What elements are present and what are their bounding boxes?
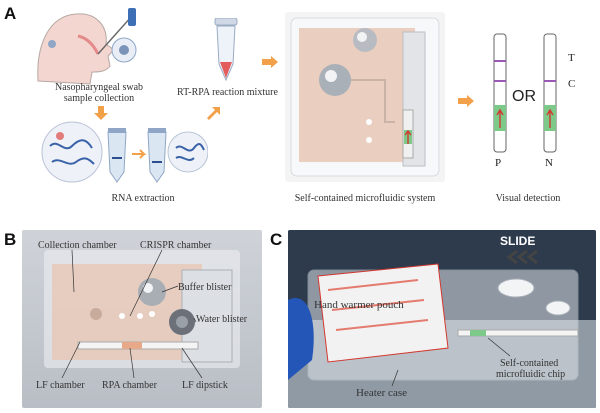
label-collection-chamber: Collection chamber (38, 240, 117, 251)
label-lf-dipstick: LF dipstick (182, 380, 228, 391)
label-water-blister: Water blister (196, 314, 248, 325)
slide-chevron-icon (505, 250, 541, 264)
label-rna-extraction: RNA extraction (111, 193, 175, 204)
strip-positive (493, 33, 507, 153)
label-buffer-blister: Buffer blister (178, 282, 232, 293)
label-rpa-mixture: RT-RPA reaction mixture (177, 87, 278, 98)
strip-label-p: P (495, 157, 502, 169)
panel-b-leader-lines (61, 249, 203, 379)
strip-label-or: OR (512, 88, 536, 105)
chip-photo (22, 230, 262, 408)
head-swab-illustration (28, 6, 148, 86)
arrow-right-icon-2 (458, 95, 474, 107)
label-swab: Nasopharyngeal swab (54, 82, 144, 93)
label-hand-warmer-pouch: Hand warmer pouch (314, 299, 404, 311)
label-visual-detection: Visual detection (495, 193, 561, 204)
panel-c-letter: C (270, 230, 283, 249)
panel-c-leader-lines (391, 337, 511, 387)
label-rpa-chamber: RPA chamber (102, 380, 157, 391)
panel-a-letter: A (4, 4, 17, 23)
strip-negative (543, 33, 557, 153)
label-self-contained-chip: Self-contained (500, 358, 559, 369)
heater-photo (288, 230, 596, 408)
strip-label-c: C (568, 78, 576, 90)
panel-b-letter: B (4, 230, 17, 249)
slide-label: SLIDE (500, 234, 536, 248)
label-swab-2: sample collection (63, 93, 135, 104)
arrow-down-icon (94, 106, 108, 120)
rna-extraction-illustration (38, 118, 208, 190)
label-heater-case: Heater case (356, 387, 407, 399)
label-crispr-chamber: CRISPR chamber (140, 240, 212, 251)
rpa-tube-icon (213, 18, 239, 82)
strip-label-n: N (545, 157, 553, 169)
label-self-contained-system: Self-contained microfluidic system (294, 193, 436, 204)
arrow-right-icon-1 (262, 56, 278, 68)
arrow-up-right-icon (205, 104, 221, 120)
microfluidic-system-photo (285, 12, 445, 182)
strip-label-t: T (568, 52, 575, 64)
label-microfluidic-chip: microfluidic chip (496, 369, 566, 380)
label-lf-chamber: LF chamber (36, 380, 85, 391)
